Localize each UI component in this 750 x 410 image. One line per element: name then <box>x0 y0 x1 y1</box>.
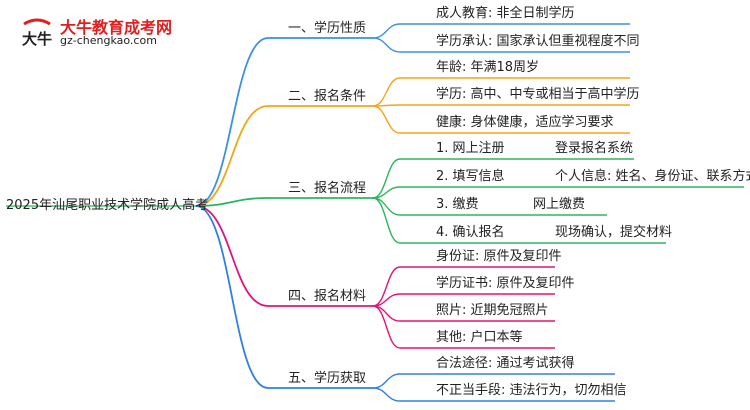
leaf-label: 身份证: 原件及复印件 <box>436 249 562 264</box>
logo-title: 大牛教育成考网 <box>60 18 173 37</box>
leaf-connector-2-3 <box>372 105 401 134</box>
leaf-label: 2. 填写信息 <box>436 169 505 184</box>
leaf-connector-5-1 <box>372 373 401 389</box>
branch-label-4: 四、报名材料 <box>288 289 367 304</box>
root-topic: 2025年汕尾职业技术学院成人高考 <box>6 198 209 213</box>
leaf-label: 照片: 近期免冠照片 <box>436 303 549 318</box>
leaf-connector-2-1 <box>372 77 401 107</box>
branch-connector-5 <box>195 205 269 389</box>
leaf-label: 3. 缴费 <box>436 197 479 212</box>
leaf-detail-label: 网上缴费 <box>533 197 586 212</box>
leaf-connector-3-3 <box>372 197 401 216</box>
leaf-label: 4. 确认报名 <box>436 225 505 240</box>
branch-label-5: 五、学历获取 <box>288 371 367 386</box>
leaf-label: 合法途径: 通过考试获得 <box>436 356 575 371</box>
leaf-label: 学历证书: 原件及复印件 <box>436 276 575 291</box>
branch-label-3: 三、报名流程 <box>288 181 367 196</box>
leaf-label: 其他: 户口本等 <box>436 330 523 345</box>
leaf-label: 年龄: 年满18周岁 <box>436 60 540 75</box>
leaf-label: 1. 网上注册 <box>436 141 505 156</box>
leaf-connector-1-1 <box>372 23 401 39</box>
leaf-connector-4-1 <box>372 266 401 307</box>
leaf-connector-3-4 <box>372 197 401 244</box>
branch-label-2: 二、报名条件 <box>288 89 367 104</box>
logo-mark-text: 大牛 <box>22 30 52 48</box>
leaf-detail-label: 个人信息: 姓名、身份证、联系方式 <box>555 169 750 184</box>
leaf-connector-5-2 <box>372 387 401 402</box>
leaf-label: 学历承认: 国家承认但重视程度不同 <box>436 34 640 49</box>
branch-connector-1 <box>195 37 269 207</box>
branch-label-1: 一、学历性质 <box>288 21 367 36</box>
leaf-detail-label: 现场确认，提交材料 <box>555 225 673 240</box>
branch-connector-3 <box>195 197 269 207</box>
logo-url: gz-chengkao.com <box>60 34 157 47</box>
leaf-connector-4-4 <box>372 305 401 349</box>
leaf-detail-label: 登录报名系统 <box>555 141 634 156</box>
leaf-connector-1-2 <box>372 37 401 53</box>
leaf-label: 成人教育: 非全日制学历 <box>436 6 575 21</box>
logo-mark-icon: 大牛 <box>22 18 52 48</box>
branch-connector-4 <box>195 205 269 307</box>
leaf-label: 健康: 身体健康，适应学习要求 <box>436 115 614 130</box>
branch-connector-2 <box>195 105 269 207</box>
leaf-label: 学历: 高中、中专或相当于高中学历 <box>436 87 640 102</box>
leaf-connector-3-1 <box>372 158 401 199</box>
leaf-label: 不正当手段: 违法行为，切勿相信 <box>436 383 627 398</box>
